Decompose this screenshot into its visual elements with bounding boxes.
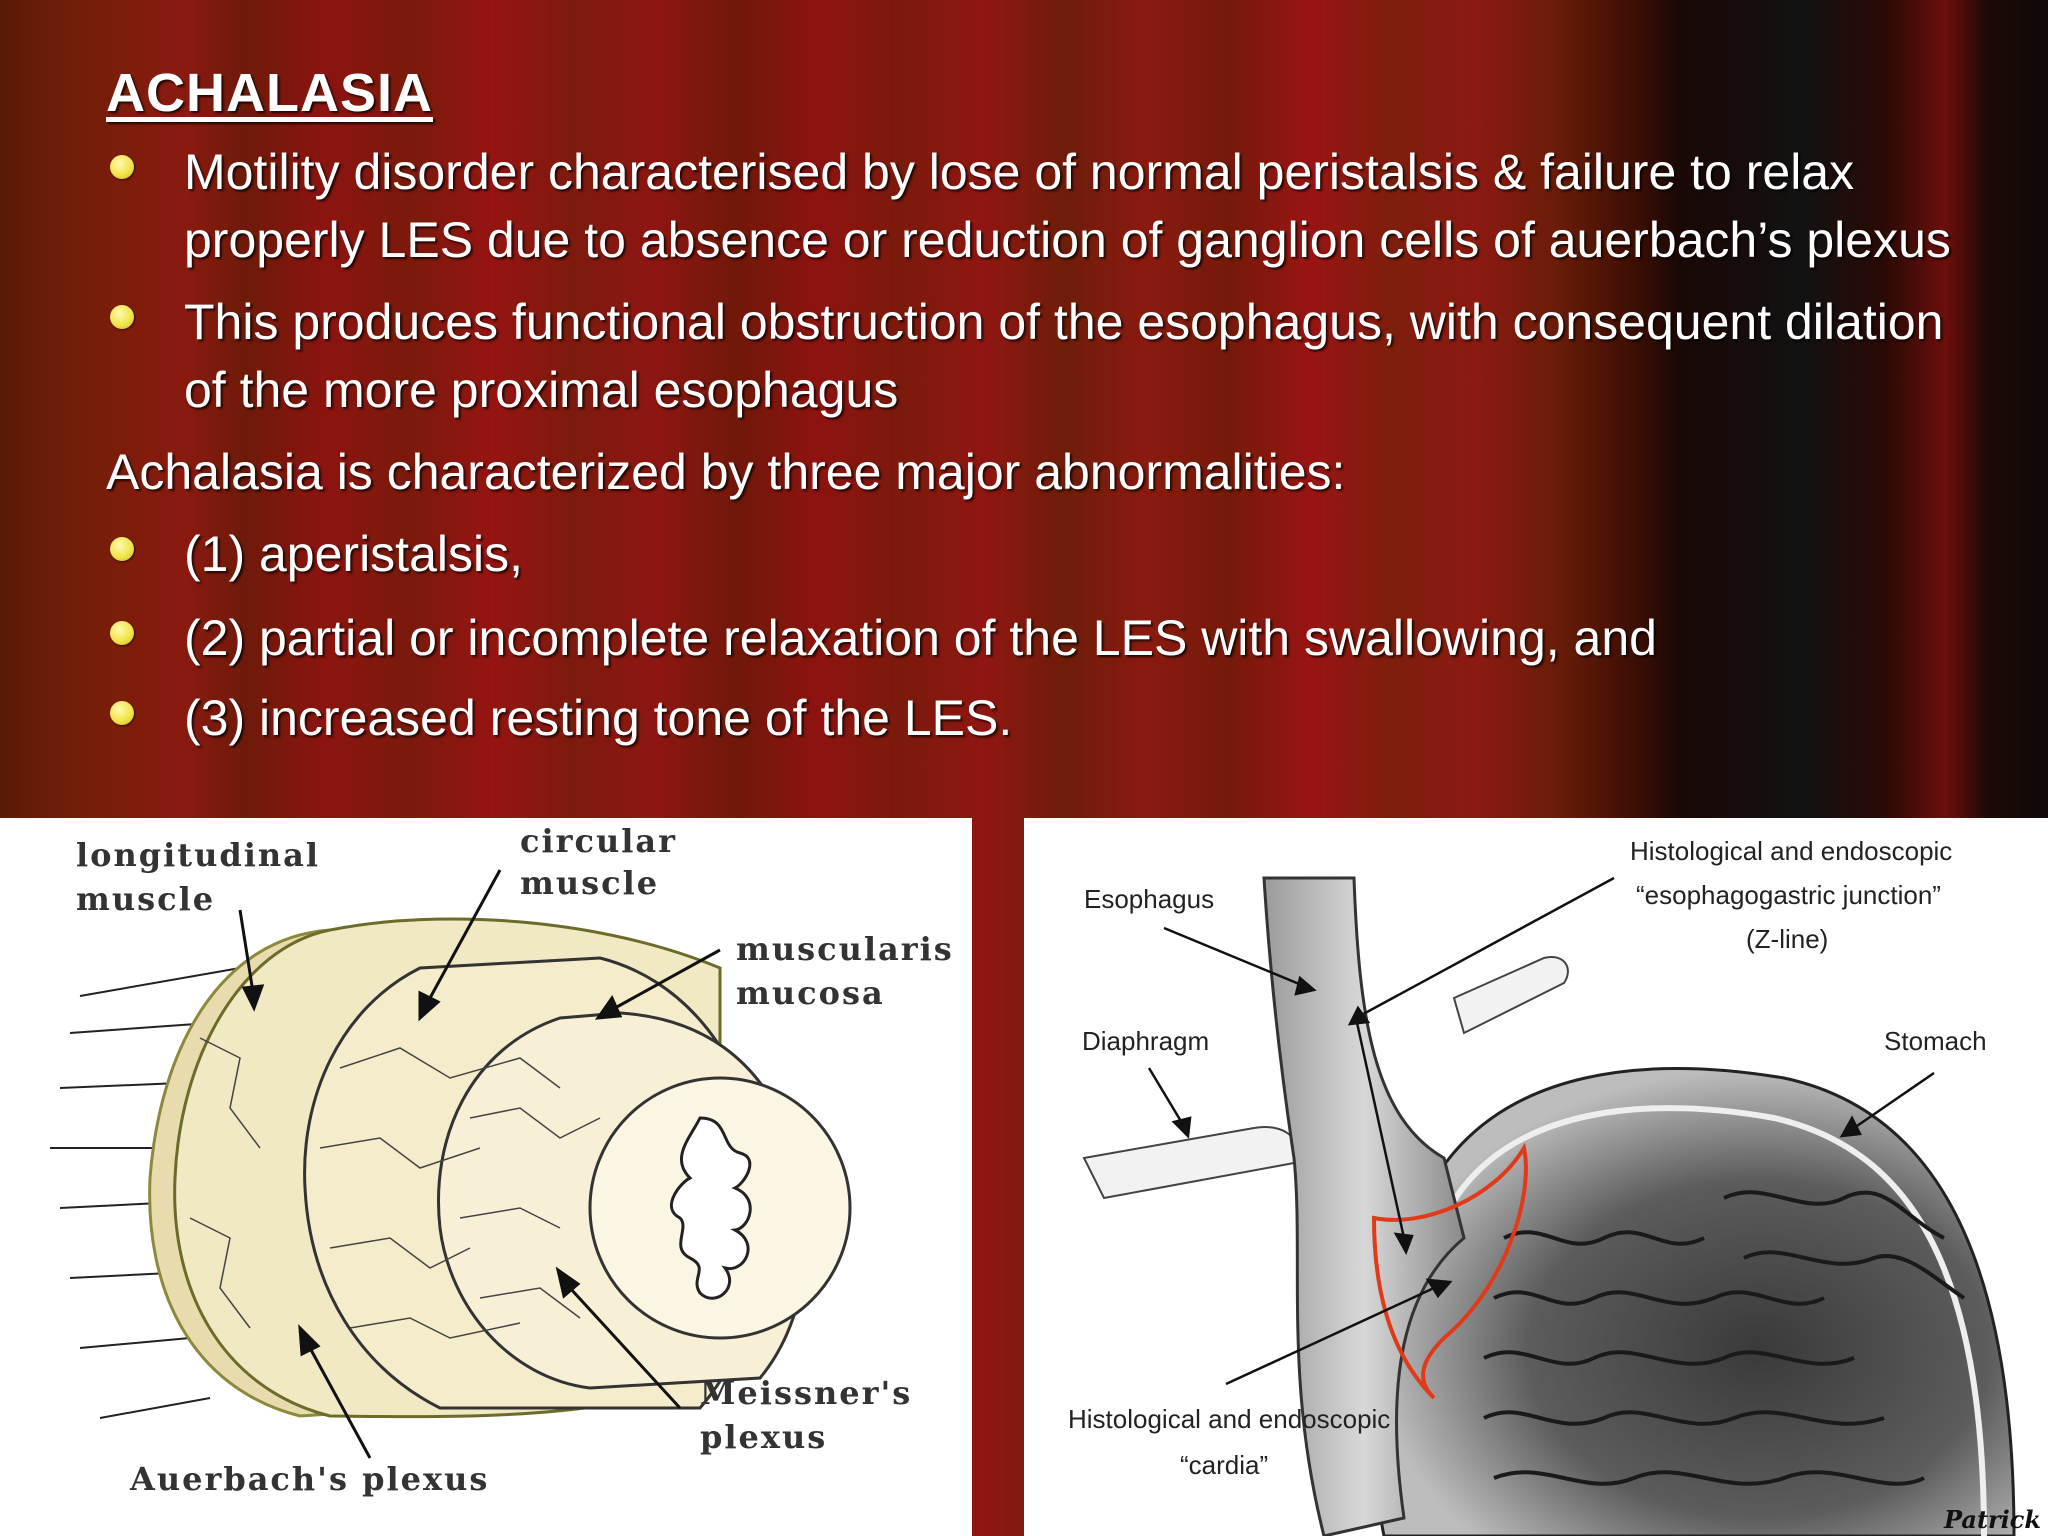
label-hist-top-line2: “esophagogastric junction” (1636, 880, 1941, 910)
bullet-text: (3) increased resting tone of the LES. (184, 690, 1013, 746)
esophagus-layers-illustration: longitudinal muscle circular muscle musc… (50, 822, 954, 1498)
esophagogastric-junction-illustration: Esophagus Histological and endoscopic “e… (1068, 836, 2041, 1536)
artist-signature: Patrick (1943, 1505, 2041, 1534)
diaphragm-left (1082, 1126, 1298, 1200)
label-arrows (238, 869, 721, 1459)
rugal-folds (1483, 1190, 1966, 1486)
label-auerbach: Auerbach's plexus (129, 1460, 489, 1498)
label-muscularis-line1: muscularis (736, 930, 954, 968)
esophagogastric-junction-figure: Esophagus Histological and endoscopic “e… (1024, 818, 2048, 1536)
label-muscularis-line2: mucosa (736, 974, 885, 1012)
bullet-item: This produces functional obstruction of … (106, 288, 1996, 424)
bullet-dot-icon (110, 701, 134, 725)
bullet-item: (2) partial or incomplete relaxation of … (106, 604, 1996, 672)
label-hist-bottom-line2: “cardia” (1180, 1450, 1268, 1480)
bullet-text: (1) aperistalsis, (184, 526, 523, 582)
intro-text: Achalasia is characterized by three majo… (106, 444, 1346, 500)
slide-title: ACHALASIA (106, 63, 433, 123)
bullet-text: Motility disorder characterised by lose … (184, 144, 1951, 268)
diaphragm-right (1452, 956, 1569, 1035)
label-arrows (1147, 876, 1935, 1386)
stomach-wall (1441, 1105, 1987, 1536)
bullet-text: (2) partial or incomplete relaxation of … (184, 610, 1657, 666)
bullet-dot-icon (110, 621, 134, 645)
label-esophagus: Esophagus (1084, 884, 1214, 914)
bullet-item: Motility disorder characterised by lose … (106, 138, 1996, 274)
z-line-outline (1371, 1142, 1528, 1400)
label-hist-top-line3: (Z-line) (1746, 924, 1828, 954)
label-meissner-line1: Meissner's (700, 1374, 912, 1412)
bullet-dot-icon (110, 537, 134, 561)
bullet-text: This produces functional obstruction of … (184, 294, 1944, 418)
label-meissner-line2: plexus (700, 1418, 827, 1456)
esophagus-layers-figure: longitudinal muscle circular muscle musc… (0, 818, 972, 1536)
label-longitudinal-line1: longitudinal (76, 836, 320, 874)
bullet-dot-icon (110, 305, 134, 329)
bullet-dot-icon (110, 155, 134, 179)
label-longitudinal-line2: muscle (76, 880, 215, 918)
label-stomach: Stomach (1884, 1026, 1987, 1056)
label-circular-line2: muscle (520, 864, 659, 902)
plexus-network (189, 1037, 601, 1339)
label-circular-line1: circular (520, 822, 677, 860)
label-diaphragm: Diaphragm (1082, 1026, 1209, 1056)
bullet-item: (1) aperistalsis, (106, 520, 1996, 588)
slide-text: ACHALASIA Motility disorder characterise… (106, 62, 1996, 752)
label-hist-bottom-line1: Histological and endoscopic (1068, 1404, 1390, 1434)
label-hist-top-line1: Histological and endoscopic (1630, 836, 1952, 866)
esophagus-tube (1262, 876, 1466, 1536)
lumen-shape (669, 1116, 752, 1300)
bullet-item: (3) increased resting tone of the LES. (106, 684, 1996, 752)
nerve-fibers (50, 967, 241, 1419)
